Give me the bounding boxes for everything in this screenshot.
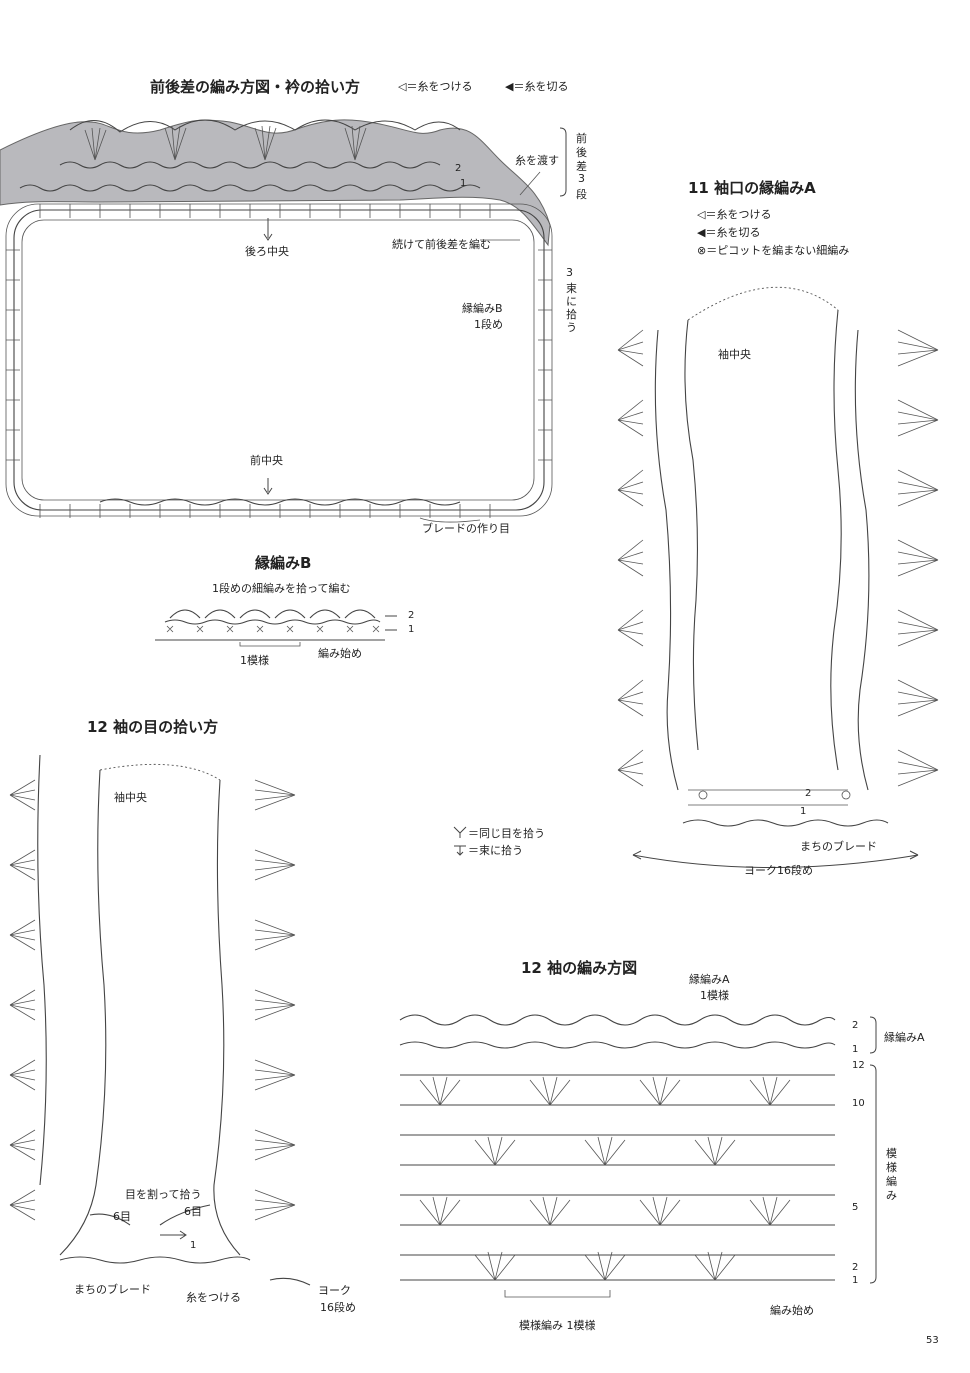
sleeve-row-1-bot: 1 — [852, 1275, 859, 1286]
collar-row-1: 1 — [460, 178, 467, 189]
sleeve-pattern-side-2: 様 — [886, 1161, 897, 1174]
cuff-legend-attach: ◁＝糸をつける — [697, 208, 772, 221]
collar-row-2: 2 — [455, 163, 462, 174]
edge-b-title: 縁編みB — [255, 554, 312, 572]
cuff-sleeve-center: 袖中央 — [718, 348, 751, 361]
collar-edge-b-1: 縁編みB — [462, 302, 503, 315]
pickup-title: 12 袖の目の拾い方 — [87, 718, 219, 736]
sleeve-row-1-top: 1 — [852, 1044, 859, 1055]
bundle-symbol — [454, 845, 466, 856]
collar-side-1: 前 — [576, 132, 587, 145]
collar-diagram — [0, 119, 567, 523]
sleeve-pattern-side-4: み — [886, 1189, 897, 1202]
collar-side-5: 段 — [576, 188, 587, 201]
collar-edge-b-2: 1段め — [474, 318, 503, 331]
pickup-split: 目を割って拾う — [125, 1188, 202, 1201]
sleeve-pattern-side-1: 模 — [886, 1147, 897, 1160]
cuff-legend-picot: ⊗＝ピコットを編まない細編み — [697, 244, 850, 257]
pickup-diagram — [9, 754, 311, 1286]
pickup-yoke-2: 16段め — [320, 1301, 356, 1314]
cuff-diagram — [617, 286, 939, 868]
pickup-6b: 6目 — [184, 1205, 202, 1218]
collar-braid: ブレードの作り目 — [422, 522, 510, 535]
collar-title: 前後差の編み方図・衿の拾い方 — [150, 78, 361, 96]
edge-b-note: 1段めの細編みを拾って編む — [212, 582, 351, 595]
edge-b-start: 編み始め — [318, 647, 362, 660]
collar-bundle-5: う — [566, 321, 577, 334]
cuff-legend-cut: ◀＝糸を切る — [697, 226, 761, 239]
edge-b-repeat: 1模様 — [240, 654, 269, 667]
symbol-bundle: ＝束に拾う — [468, 844, 523, 857]
sleeve-edge-a-side: 縁編みA — [884, 1031, 925, 1044]
sleeve-chart-title: 12 袖の編み方図 — [521, 959, 638, 977]
collar-bundle-4: 拾 — [566, 308, 577, 321]
collar-side-3: 差 — [576, 160, 587, 173]
collar-legend-cut: ◀＝糸を切る — [505, 80, 569, 93]
collar-legend-attach: ◁＝糸をつける — [398, 80, 473, 93]
sleeve-row-2-bot: 2 — [852, 1262, 859, 1273]
edge-b-row-2: 2 — [408, 610, 415, 621]
collar-side-2: 後 — [576, 146, 587, 159]
sleeve-chart-diagram — [399, 1014, 836, 1298]
cuff-title: 11 袖口の縁編みA — [688, 179, 816, 197]
edge-b-diagram — [155, 609, 397, 647]
collar-bundle-3: に — [566, 295, 577, 308]
pickup-row-1: 1 — [190, 1240, 197, 1251]
pickup-sleeve-center: 袖中央 — [114, 791, 147, 804]
cuff-row-2: 2 — [805, 788, 812, 799]
sleeve-row-10: 10 — [852, 1098, 865, 1109]
sleeve-side-brackets — [869, 1016, 877, 1284]
collar-continue: 続けて前後差を編む — [392, 238, 491, 251]
collar-side-4: 3 — [578, 172, 585, 185]
sleeve-start: 編み始め — [770, 1304, 814, 1317]
cuff-row-1: 1 — [800, 806, 807, 817]
pickup-yoke-1: ヨーク — [318, 1284, 351, 1297]
collar-bundle-1: 3 — [566, 266, 573, 279]
sleeve-edge-a-1: 縁編みA — [689, 973, 730, 986]
sleeve-pattern-repeat: 模様編み 1模様 — [519, 1319, 596, 1332]
pickup-6a: 6目 — [113, 1210, 131, 1223]
collar-back-center: 後ろ中央 — [245, 245, 289, 258]
collar-front-center: 前中央 — [250, 454, 283, 467]
sleeve-row-12: 12 — [852, 1060, 865, 1071]
sleeve-row-2-top: 2 — [852, 1020, 859, 1031]
cuff-gusset-braid: まちのブレード — [800, 840, 877, 853]
pickup-gusset-braid: まちのブレード — [74, 1283, 151, 1296]
symbol-same-stitch: ＝同じ目を拾う — [468, 827, 545, 840]
sleeve-pattern-side-3: 編 — [886, 1175, 897, 1188]
cuff-yoke: ヨーク16段め — [744, 864, 813, 877]
edge-b-row-1: 1 — [408, 624, 415, 635]
same-stitch-symbol — [453, 826, 467, 838]
collar-shaded-band — [0, 119, 551, 247]
collar-bundle-2: 束 — [566, 282, 577, 295]
pickup-attach: 糸をつける — [186, 1291, 241, 1304]
sleeve-row-5: 5 — [852, 1202, 859, 1213]
sleeve-edge-a-2: 1模様 — [700, 989, 729, 1002]
collar-label-pass-yarn: 糸を渡す — [515, 154, 559, 167]
page-number: 53 — [926, 1335, 939, 1346]
